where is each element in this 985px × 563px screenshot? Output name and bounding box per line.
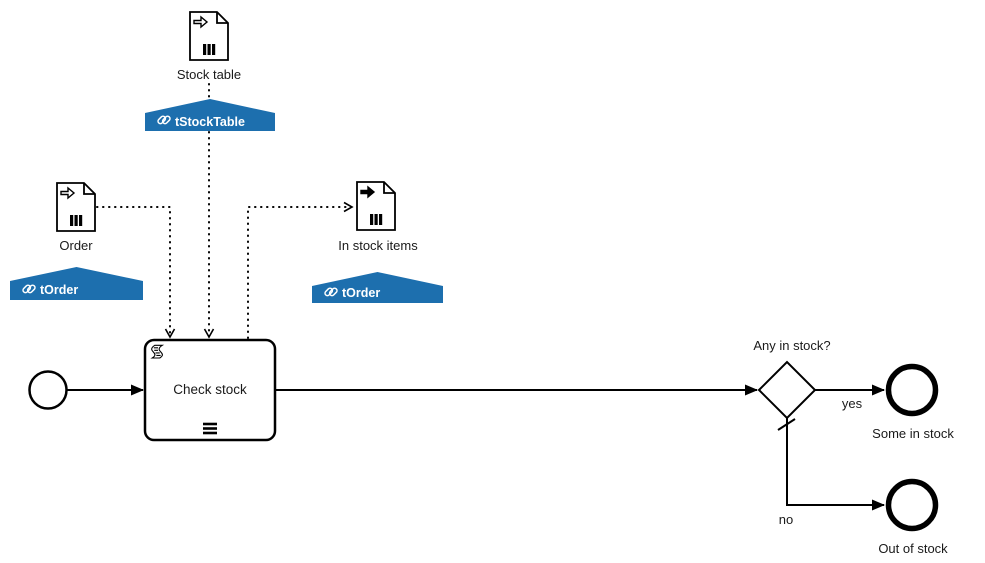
end-event-some-in-stock[interactable] — [885, 363, 939, 417]
data-input-icon — [193, 15, 209, 29]
data-object-order-label: Order — [59, 238, 93, 253]
data-object-stock-table[interactable] — [189, 11, 229, 61]
collection-marker — [70, 215, 83, 226]
sequential-multi-instance-marker — [203, 422, 217, 435]
binding-banner-stock-table-label: tStockTable — [175, 115, 245, 129]
end-event-out-of-stock[interactable] — [885, 478, 939, 532]
collection-marker — [203, 44, 216, 55]
data-association-task-to-instockitems[interactable] — [247, 201, 354, 339]
data-association-order-to-task[interactable] — [96, 206, 176, 339]
script-task-icon — [150, 344, 165, 359]
flow-no-label: no — [779, 512, 793, 527]
sequence-flow-no[interactable] — [786, 418, 885, 511]
collection-marker — [370, 214, 383, 225]
binding-banner-order-label: tOrder — [40, 283, 78, 297]
task-check-stock[interactable]: Check stock — [143, 338, 277, 442]
end-event-some-label: Some in stock — [872, 426, 954, 441]
flow-yes-label: yes — [842, 396, 863, 411]
task-label: Check stock — [173, 382, 247, 397]
binding-banner-order[interactable]: tOrder — [10, 267, 143, 300]
gateway-label: Any in stock? — [753, 338, 830, 353]
data-object-stock-table-label: Stock table — [177, 67, 241, 82]
gateway-any-in-stock[interactable] — [757, 360, 817, 420]
data-output-icon — [360, 185, 376, 199]
data-object-in-stock-items-label: In stock items — [338, 238, 418, 253]
data-object-order[interactable] — [56, 182, 96, 232]
end-event-out-label: Out of stock — [878, 541, 948, 556]
binding-banner-in-stock-items[interactable]: tOrder — [312, 272, 443, 303]
binding-banner-stock-table[interactable]: tStockTable — [145, 99, 275, 131]
default-flow-marker — [777, 418, 796, 431]
start-event[interactable] — [28, 370, 68, 410]
data-object-in-stock-items[interactable] — [356, 181, 396, 231]
data-input-icon — [60, 186, 76, 200]
binding-banner-in-stock-items-label: tOrder — [342, 286, 380, 300]
